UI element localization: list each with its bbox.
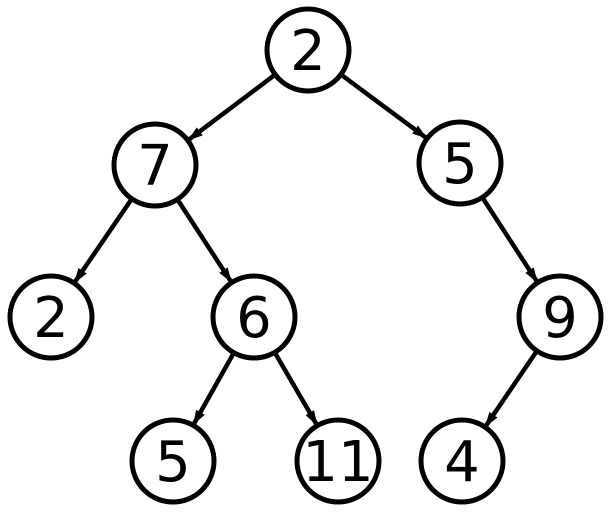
- tree-edge-E-G: [191, 351, 236, 426]
- node-label: 6: [236, 286, 272, 351]
- node-circle: [264, 6, 352, 94]
- tree-edge-B-E: [175, 198, 233, 284]
- tree-edge-C-F: [480, 196, 539, 284]
- node-label: 2: [290, 19, 326, 84]
- node-label: 2: [33, 286, 69, 351]
- node-label: 11: [302, 430, 373, 495]
- node-circle: [416, 119, 504, 207]
- node-label: 9: [542, 286, 578, 351]
- tree-node-C: 5: [416, 119, 504, 207]
- node-label: 5: [442, 132, 478, 197]
- tree-node-F: 9: [516, 273, 604, 361]
- node-label: 7: [137, 134, 173, 199]
- nodes-layer: 2 7 5 2 6 9 5 11 4: [7, 6, 604, 505]
- node-circle: [210, 273, 298, 361]
- tree-node-D: 2: [7, 273, 95, 361]
- tree-node-B: 7: [111, 121, 199, 209]
- tree-node-E: 6: [210, 273, 298, 361]
- tree-node-H: 11: [294, 417, 382, 505]
- tree-edge-A-C: [339, 72, 428, 140]
- tree-node-I: 4: [418, 417, 506, 505]
- edges-layer: [72, 72, 539, 428]
- node-label: 5: [155, 430, 191, 495]
- tree-edge-F-I: [483, 349, 539, 428]
- node-circle: [129, 417, 217, 505]
- node-circle: [516, 273, 604, 361]
- tree-edge-B-D: [72, 197, 134, 284]
- node-circle: [294, 417, 382, 505]
- node-circle: [7, 273, 95, 361]
- tree-edge-A-B: [187, 72, 277, 142]
- node-circle: [111, 121, 199, 209]
- node-label: 4: [444, 430, 480, 495]
- tree-edge-E-H: [272, 351, 319, 426]
- tree-node-G: 5: [129, 417, 217, 505]
- node-circle: [418, 417, 506, 505]
- tree-node-A: 2: [264, 6, 352, 94]
